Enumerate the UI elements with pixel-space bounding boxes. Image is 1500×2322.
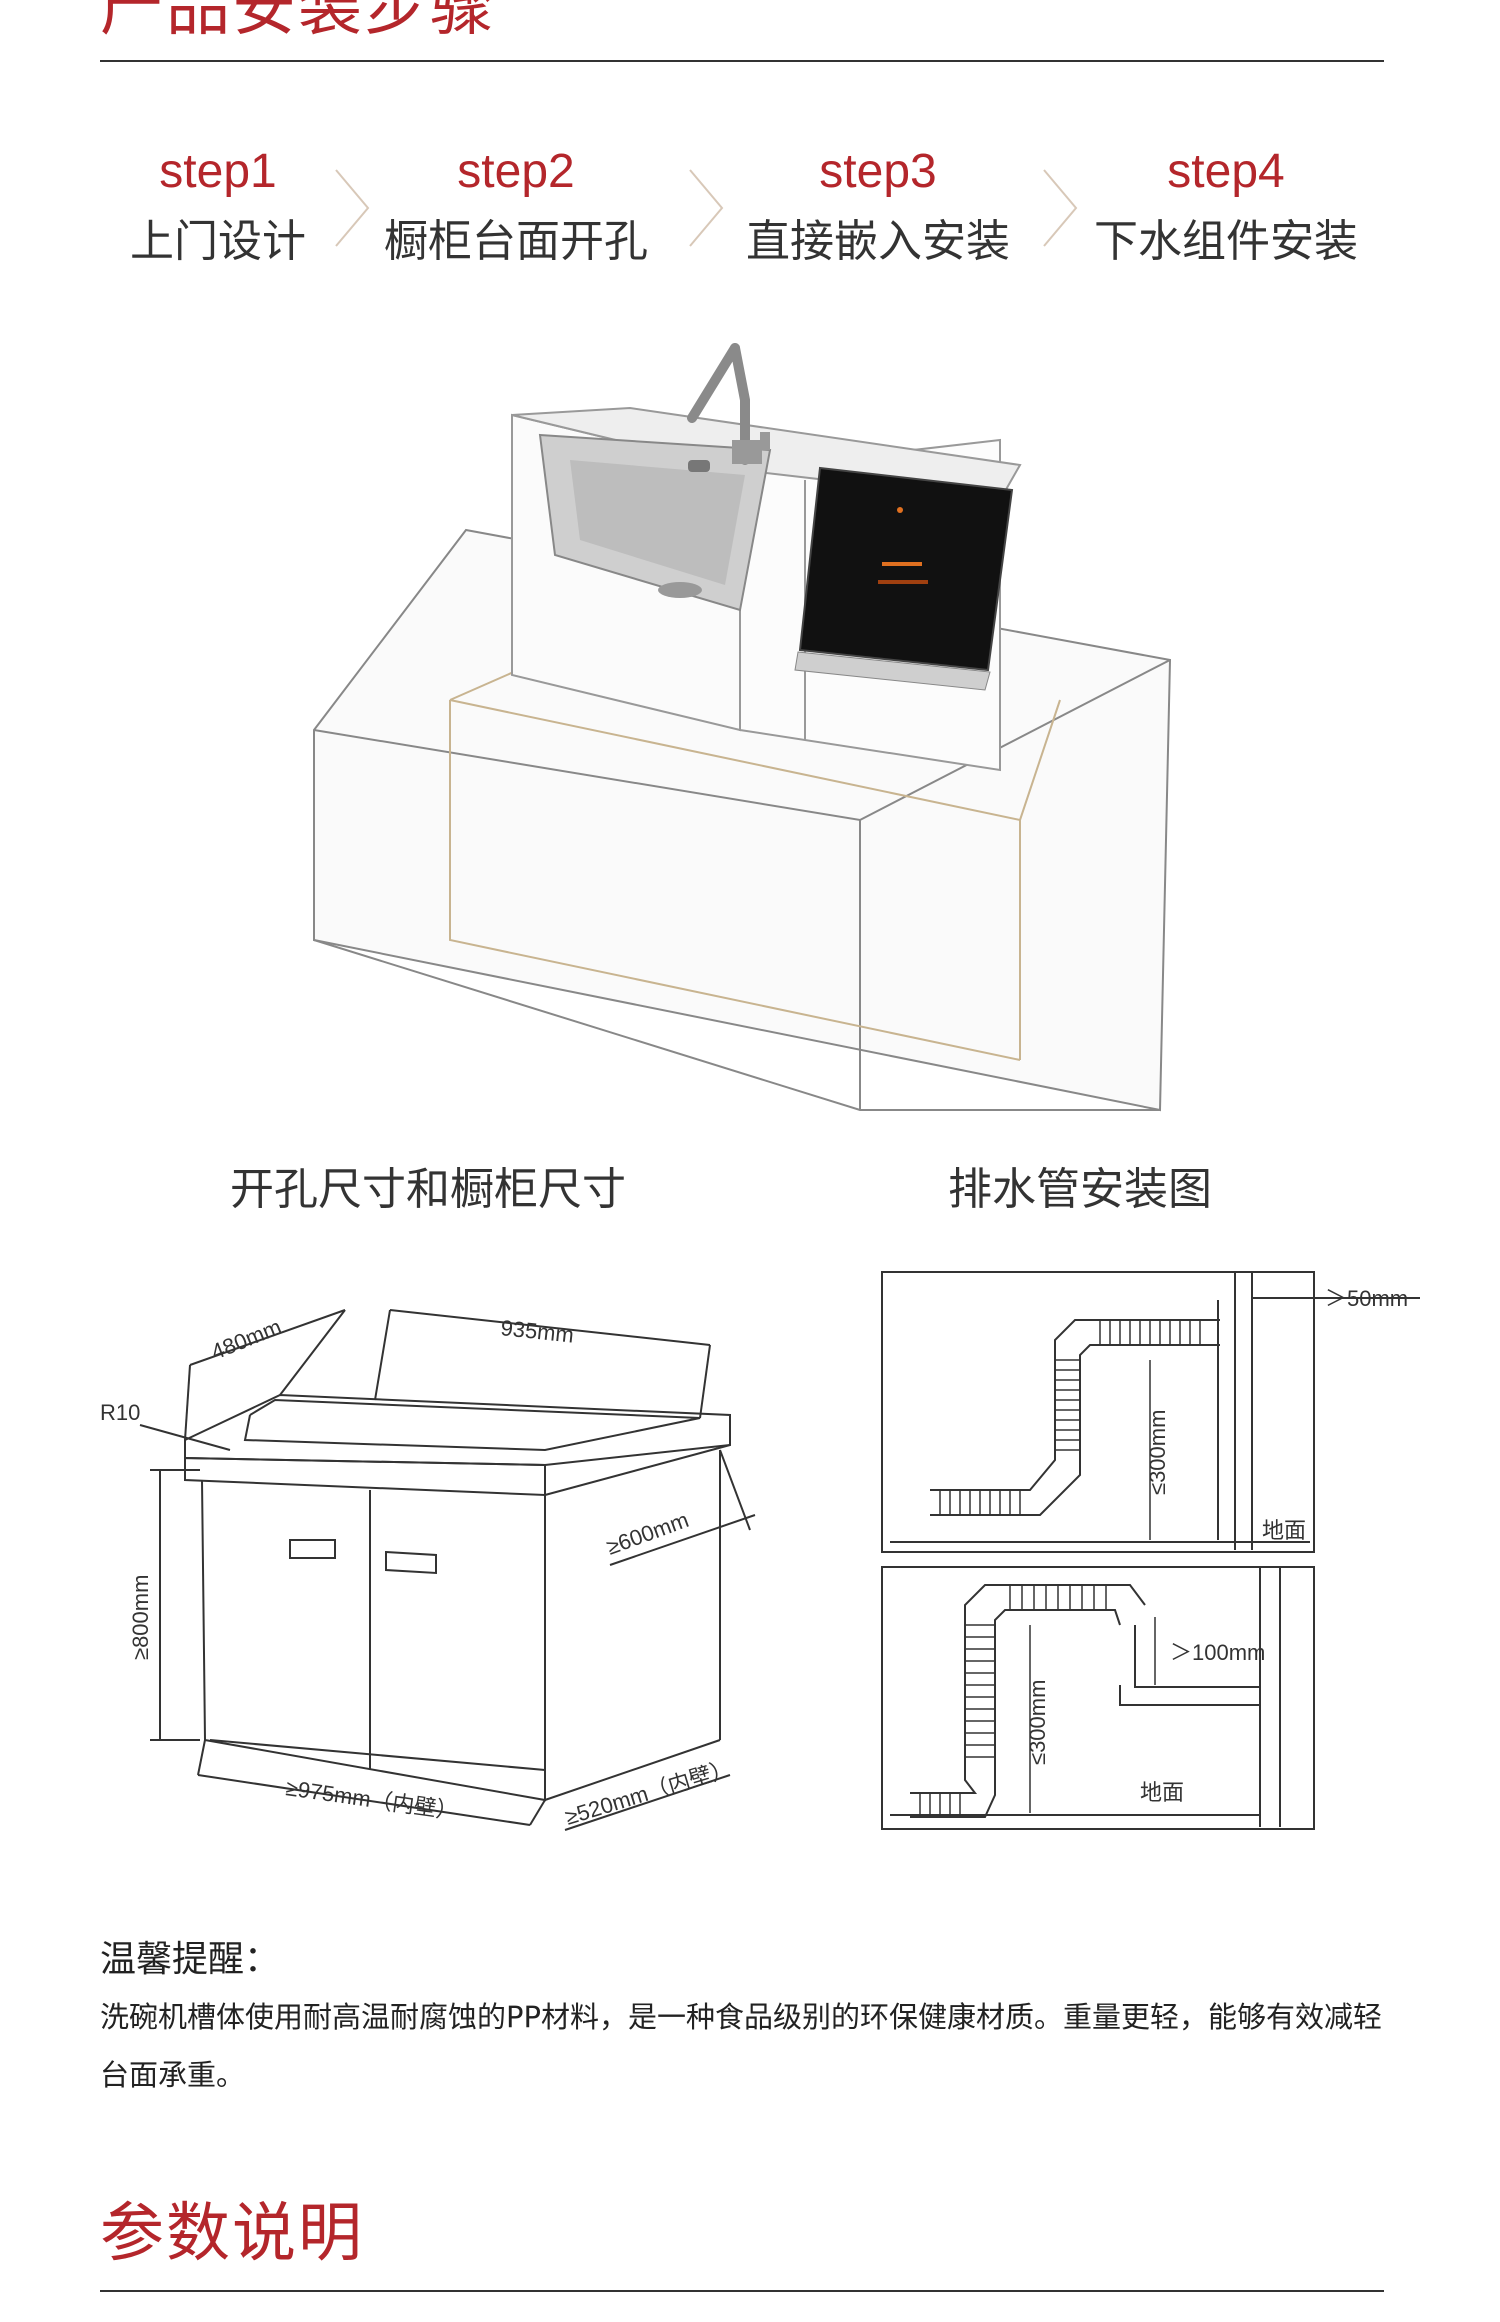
step-label: 下水组件安装 xyxy=(1094,216,1358,267)
floor-label: 地面 xyxy=(1140,1780,1184,1805)
floor-label: 地面 xyxy=(1262,1518,1306,1543)
step-number: step4 xyxy=(1167,145,1285,198)
drain-height-label: ≤300mm xyxy=(1025,1680,1050,1765)
step-number: step3 xyxy=(819,145,937,198)
drain-gap-label: ＞50mm xyxy=(1325,1286,1408,1311)
step-number: step1 xyxy=(159,145,277,198)
step-2: step2 橱柜台面开孔 xyxy=(356,148,676,266)
tip-title: 温馨提醒： xyxy=(100,1939,281,1980)
dim-inner-depth-label: ≥520mm（内壁） xyxy=(562,1755,735,1830)
step-number: step2 xyxy=(457,145,575,198)
cabinet-diagram-caption: 开孔尺寸和橱柜尺寸 xyxy=(230,1164,626,1215)
step-4: step4 下水组件安装 xyxy=(1066,148,1386,266)
dim-radius-label: R10 xyxy=(100,1400,140,1425)
dim-inner-width-label: ≥975mm（内壁） xyxy=(284,1775,459,1824)
step-label: 上门设计 xyxy=(130,216,306,267)
section-title-installation: 产品安装步骤 xyxy=(100,0,496,45)
drain-diagram-caption: 排水管安装图 xyxy=(948,1164,1212,1215)
drain-diagram-upper: ＞50mm ≤300mm 地面 xyxy=(881,1271,1420,1553)
chevron-right-icon xyxy=(689,169,724,247)
dim-depth-label: 480mm xyxy=(208,1314,285,1365)
dim-height-label: ≥800mm xyxy=(128,1575,153,1660)
cabinet-dimension-diagram: 480mm 935mm R10 ≥800mm ≥600mm ≥975mm（内壁）… xyxy=(100,1309,756,1831)
step-label: 直接嵌入安装 xyxy=(746,216,1010,267)
tip-body: 洗碗机槽体使用耐高温耐腐蚀的PP材料，是一种食品级别的环保健康材质。重量更轻，能… xyxy=(100,2000,1382,2092)
section-divider xyxy=(100,2290,1384,2292)
dim-width-label: 935mm xyxy=(499,1315,575,1348)
step-label: 橱柜台面开孔 xyxy=(384,216,648,267)
step-1: step1 上门设计 xyxy=(58,148,378,266)
section-title-params: 参数说明 xyxy=(100,2197,364,2271)
drain-diagram-lower: ＞100mm ≤300mm 地面 xyxy=(881,1566,1315,1830)
chevron-right-icon xyxy=(1043,169,1078,247)
section-divider xyxy=(100,60,1384,62)
drain-height-label: ≤300mm xyxy=(1145,1410,1170,1495)
drain-gap-label: ＞100mm xyxy=(1170,1640,1265,1665)
sink-installation-illustration xyxy=(313,343,1172,1112)
step-3: step3 直接嵌入安装 xyxy=(718,148,1038,266)
chevron-right-icon xyxy=(335,169,370,247)
